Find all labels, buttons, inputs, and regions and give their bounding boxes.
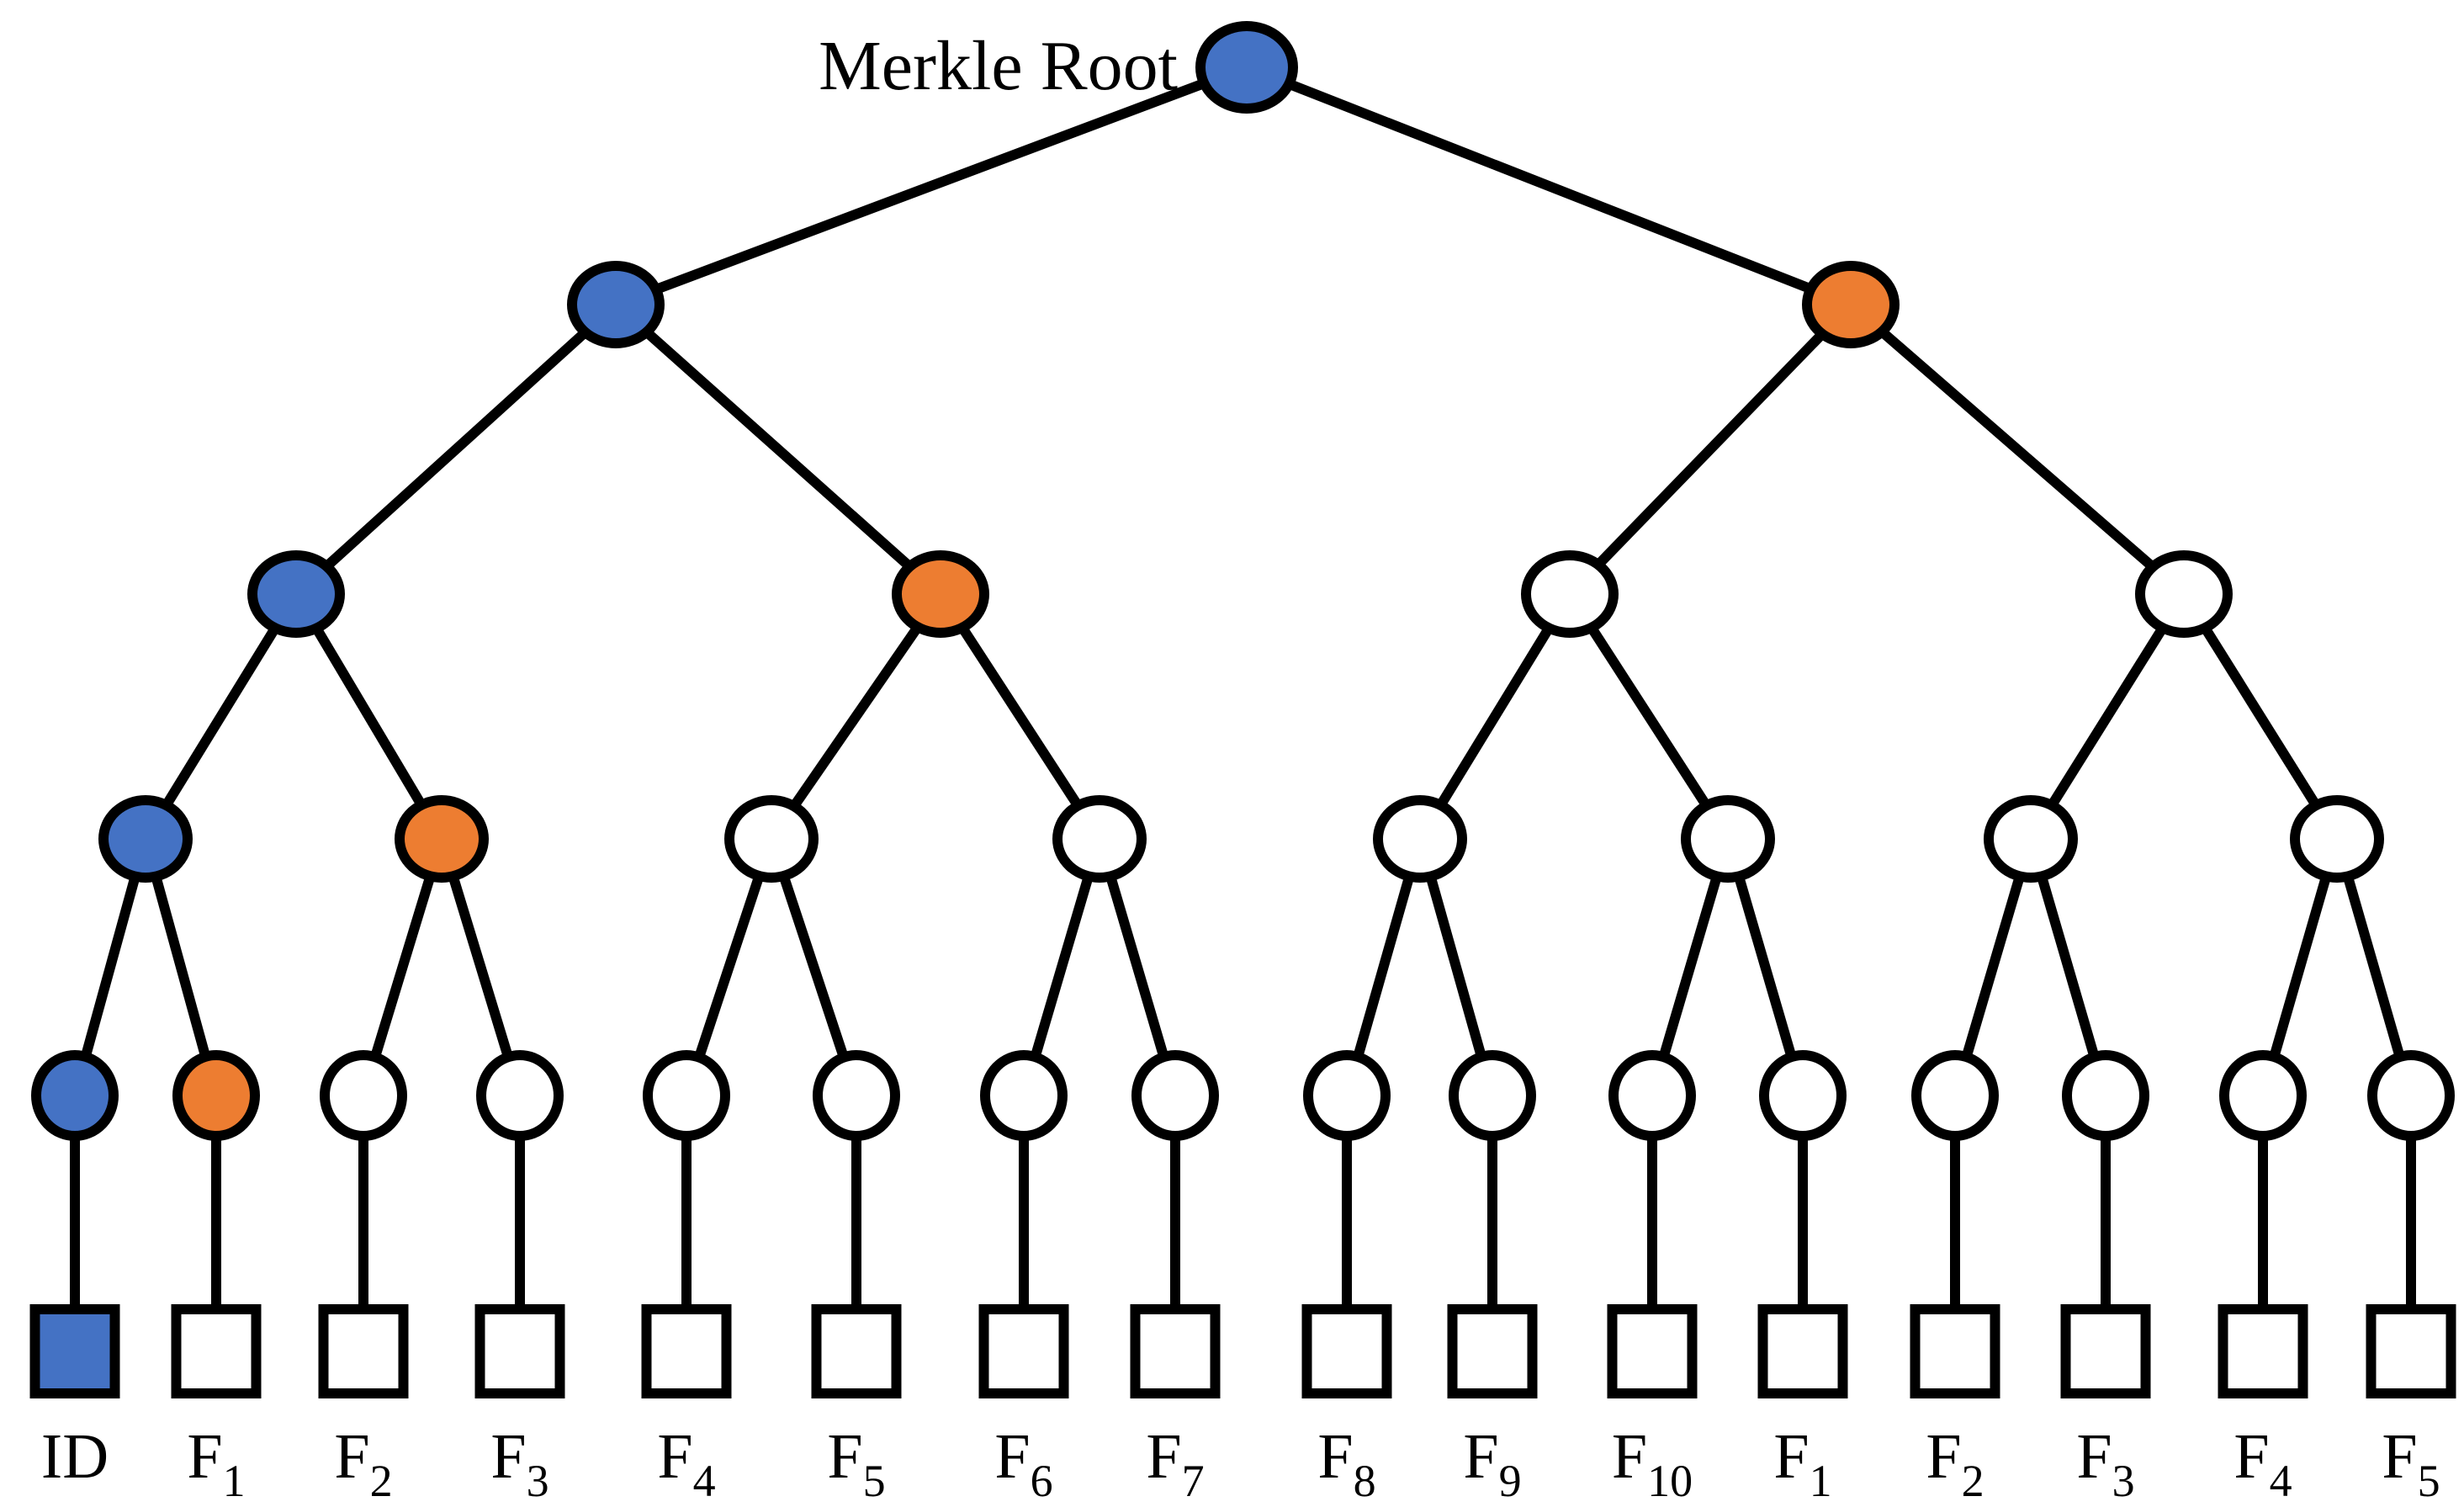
leaf-block-F3 — [474, 1304, 565, 1398]
hash-node-internal-level-3-4 — [2135, 550, 2233, 638]
leaf-block-F1 — [171, 1304, 262, 1398]
hash-node-internal-level-4-4 — [1052, 795, 1147, 883]
leaf-block-F8 — [1301, 1304, 1392, 1398]
hash-node-internal-level-3-1 — [247, 550, 345, 638]
leaf-block-F4 — [2218, 1304, 2308, 1398]
leaf-label-F10: F10 — [1612, 1421, 1693, 1506]
hash-node-internal-level-5-11 — [1608, 1050, 1696, 1141]
leaf-label-F2: F2 — [334, 1421, 392, 1506]
hash-node-internal-level-5-8 — [1131, 1050, 1219, 1141]
tree-edges — [70, 62, 2416, 1318]
hash-node-internal-level-5-7 — [980, 1050, 1068, 1141]
hash-node-internal-level-4-7 — [1984, 795, 2078, 883]
leaf-label-F5: F5 — [827, 1421, 885, 1506]
tree-edge — [612, 300, 944, 598]
tree-edge — [613, 62, 1249, 310]
hash-node-root-1 — [1195, 21, 1298, 114]
leaf-label-F8: F8 — [1317, 1421, 1375, 1506]
tree-edge — [140, 591, 301, 842]
leaf-labels: ID F1 F2 F3 F4 F5 F6 F7 F8 F9 F10 F1 F2 F3 F4 F5 — [41, 1421, 2440, 1506]
hash-node-internal-level-5-6 — [813, 1050, 900, 1141]
leaf-blocks — [29, 1304, 2456, 1398]
leaf-block-F9 — [1447, 1304, 1538, 1398]
hash-node-internal-level-2-2 — [1802, 261, 1900, 348]
hash-node-internal-level-4-6 — [1681, 795, 1775, 883]
hash-node-internal-level-4-5 — [1373, 795, 1467, 883]
leaf-label-F1: F1 — [187, 1421, 245, 1506]
leaf-label-F6: F6 — [994, 1421, 1052, 1506]
tree-edge — [1566, 300, 1855, 598]
leaf-block-F2 — [318, 1304, 409, 1398]
tree-edge — [767, 591, 945, 842]
leaf-block-F5 — [811, 1304, 902, 1398]
hash-node-internal-level-5-4 — [476, 1050, 564, 1141]
tree-edge — [291, 591, 447, 842]
leaf-label-F7: F7 — [1146, 1421, 1204, 1506]
hash-node-internal-level-5-10 — [1449, 1050, 1536, 1141]
hash-node-internal-level-3-3 — [1521, 550, 1619, 638]
tree-edge — [292, 300, 620, 598]
tree-edge — [2026, 591, 2189, 842]
hash-node-internal-level-5-3 — [320, 1050, 407, 1141]
hash-node-internal-level-5-16 — [2367, 1050, 2455, 1141]
hash-node-internal-level-5-1 — [31, 1050, 119, 1141]
leaf-label-F1: F1 — [1773, 1421, 1831, 1506]
tree-nodes — [31, 21, 2455, 1141]
leaf-label-F4: F4 — [657, 1421, 715, 1506]
hash-node-internal-level-4-8 — [2290, 795, 2384, 883]
tree-edge — [1565, 591, 1733, 842]
leaf-block-F7 — [1130, 1304, 1221, 1398]
hash-node-internal-level-5-15 — [2219, 1050, 2307, 1141]
hash-node-internal-level-3-2 — [892, 550, 989, 638]
hash-node-internal-level-5-2 — [172, 1050, 260, 1141]
tree-edge — [935, 591, 1105, 842]
tree-edge — [1415, 591, 1575, 842]
leaf-label-F4: F4 — [2233, 1421, 2292, 1506]
leaf-label-F2: F2 — [1926, 1421, 1984, 1506]
leaf-block-F3 — [2060, 1304, 2151, 1398]
leaf-label-F3: F3 — [2076, 1421, 2134, 1506]
hash-node-internal-level-5-5 — [643, 1050, 730, 1141]
merkle-root-label: Merkle Root — [819, 27, 1178, 105]
hash-node-internal-level-5-9 — [1303, 1050, 1391, 1141]
hash-node-internal-level-5-13 — [1911, 1050, 1999, 1141]
hash-node-internal-level-4-1 — [98, 795, 193, 883]
tree-edge — [2179, 591, 2342, 842]
leaf-block-F2 — [1910, 1304, 2000, 1398]
leaf-block-ID — [29, 1304, 120, 1398]
hash-node-internal-level-5-14 — [2062, 1050, 2149, 1141]
hash-node-internal-level-5-12 — [1759, 1050, 1847, 1141]
leaf-block-F10 — [1607, 1304, 1698, 1398]
leaf-block-F4 — [641, 1304, 732, 1398]
leaf-label-ID: ID — [41, 1421, 109, 1492]
leaf-block-F6 — [978, 1304, 1069, 1398]
hash-node-internal-level-2-1 — [567, 261, 665, 348]
tree-edge — [1244, 62, 1853, 310]
leaf-label-F3: F3 — [490, 1421, 548, 1506]
tree-edge — [1847, 300, 2187, 598]
hash-node-internal-level-4-2 — [395, 795, 489, 883]
leaf-block-F5 — [2366, 1304, 2456, 1398]
leaf-label-F5: F5 — [2382, 1421, 2440, 1506]
hash-node-internal-level-4-3 — [724, 795, 819, 883]
leaf-block-F1 — [1757, 1304, 1848, 1398]
leaf-label-F9: F9 — [1463, 1421, 1521, 1506]
